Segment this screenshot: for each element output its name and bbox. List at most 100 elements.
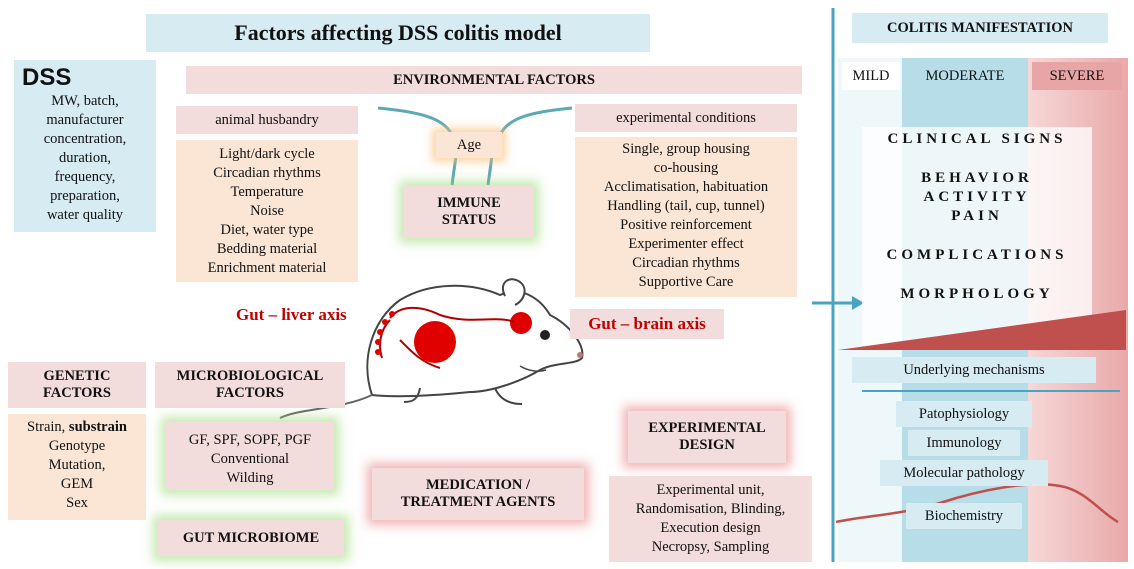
experimental-design-item: Necropsy, Sampling	[651, 539, 770, 555]
microbiological-item: Conventional	[210, 451, 290, 467]
mechanism-patophysiology: Patophysiology	[896, 401, 1032, 427]
experimental-design-heading-1: EXPERIMENTAL	[648, 420, 766, 436]
genetic-sex: Sex	[66, 495, 88, 511]
condition-item: Handling (tail, cup, tunnel)	[607, 198, 765, 214]
condition-item: co-housing	[653, 160, 719, 176]
mechanisms-heading: Underlying mechanisms	[903, 361, 1045, 378]
condition-item: Positive reinforcement	[620, 217, 752, 233]
husbandry-item: Noise	[250, 203, 284, 219]
signs-morphology: MORPHOLOGY	[900, 286, 1054, 302]
gut-microbiome-box: GUT MICROBIOME	[158, 520, 344, 556]
experimental-design-box: EXPERIMENTAL DESIGN	[628, 411, 786, 463]
genetic-list: Strain, substrain Genotype Mutation, GEM…	[8, 414, 146, 520]
genetic-mutation: Mutation,	[48, 457, 106, 473]
condition-item: Acclimatisation, habituation	[603, 179, 769, 195]
husbandry-heading-box: animal husbandry	[176, 106, 358, 134]
immune-status-box: IMMUNE STATUS	[404, 186, 534, 238]
title-box: Factors affecting DSS colitis model	[146, 14, 650, 52]
gut-liver-axis-label: Gut – liver axis	[236, 305, 347, 324]
experimental-design-item: Execution design	[660, 520, 761, 536]
genetic-gem: GEM	[60, 476, 94, 492]
gut-microbiome-label: GUT MICROBIOME	[182, 529, 320, 546]
age-box: Age	[436, 132, 502, 158]
condition-item: Circadian rhythms	[632, 255, 740, 271]
manifestation-heading: COLITIS MANIFESTATION	[887, 19, 1073, 36]
signs-behavior: BEHAVIOR	[921, 170, 1033, 186]
microbiological-heading-2: FACTORS	[216, 385, 284, 401]
dss-item: manufacturer	[46, 112, 124, 128]
brain-shape	[510, 312, 532, 334]
husbandry-item: Enrichment material	[207, 260, 327, 276]
mechanism-immunology-label: Immunology	[926, 434, 1002, 451]
microbiological-item: GF, SPF, SOPF, PGF	[188, 432, 312, 448]
immune-line-2: STATUS	[441, 212, 497, 228]
experimental-design-heading-2: DESIGN	[679, 437, 735, 453]
level-moderate: MODERATE	[904, 62, 1026, 90]
age-stem-left	[450, 155, 458, 186]
liver-shape	[414, 321, 456, 363]
mechanism-biochemistry-label: Biochemistry	[924, 507, 1004, 524]
dss-heading: DSS	[22, 64, 72, 91]
dss-item: MW, batch,	[51, 93, 119, 109]
mechanism-patophysiology-label: Patophysiology	[918, 405, 1010, 422]
dss-item: concentration,	[43, 131, 127, 147]
genetic-heading-2: FACTORS	[43, 385, 111, 401]
mechanism-biochemistry: Biochemistry	[906, 503, 1022, 529]
environmental-heading-box: ENVIRONMENTAL FACTORS	[186, 66, 802, 94]
dss-box: DSS MW, batch, manufacturer concentration,…	[14, 60, 156, 232]
medication-box: MEDICATION / TREATMENT AGENTS	[372, 468, 584, 520]
conditions-heading: experimental conditions	[616, 109, 756, 126]
manifestation-heading-box: COLITIS MANIFESTATION	[852, 13, 1108, 43]
genetic-substrain: substrain	[68, 419, 127, 435]
experimental-design-item: Randomisation, Blinding,	[635, 501, 786, 517]
dss-item: duration,	[59, 150, 111, 166]
level-severe-label: SEVERE	[1049, 67, 1105, 84]
signs-complications: COMPLICATIONS	[886, 247, 1068, 263]
environmental-heading: ENVIRONMENTAL FACTORS	[393, 71, 595, 88]
gut-brain-axis-label: Gut – brain axis	[588, 314, 706, 333]
dss-item: preparation,	[50, 188, 120, 204]
microbiological-heading-box: MICROBIOLOGICAL FACTORS	[155, 362, 345, 408]
dss-item: water quality	[46, 207, 124, 223]
age-branch-right	[498, 106, 573, 136]
experimental-design-item: Experimental unit,	[656, 482, 765, 498]
experimental-design-list: Experimental unit, Randomisation, Blindin…	[609, 476, 812, 562]
dss-item: frequency,	[54, 169, 116, 185]
mechanism-immunology: Immunology	[908, 430, 1020, 456]
microbiological-heading-1: MICROBIOLOGICAL	[176, 368, 324, 384]
genetic-strain: Strain,	[27, 419, 69, 435]
genetic-genotype: Genotype	[48, 438, 106, 454]
mechanism-curve	[835, 483, 1119, 524]
husbandry-heading: animal husbandry	[215, 111, 319, 128]
level-moderate-label: MODERATE	[925, 67, 1005, 84]
immune-line-1: IMMUNE	[437, 195, 501, 211]
husbandry-item: Temperature	[230, 184, 304, 200]
severity-wedge	[838, 310, 1126, 350]
age-stem-right	[486, 155, 494, 186]
level-mild: MILD	[842, 62, 900, 90]
arrow-head	[852, 296, 864, 310]
condition-item: Supportive Care	[638, 274, 734, 290]
husbandry-item: Diet, water type	[220, 222, 314, 238]
condition-item: Single, group housing	[622, 141, 750, 157]
conditions-heading-box: experimental conditions	[575, 104, 797, 132]
husbandry-item: Circadian rhythms	[213, 165, 321, 181]
age-branch-left	[377, 106, 454, 136]
condition-item: Experimenter effect	[628, 236, 744, 252]
level-severe: SEVERE	[1032, 62, 1122, 90]
genetic-heading-box: GENETIC FACTORS	[8, 362, 146, 408]
signs-activity: ACTIVITY	[923, 189, 1031, 205]
gut-brain-axis-box: Gut – brain axis	[570, 309, 724, 339]
medication-line-2: TREATMENT AGENTS	[400, 494, 556, 510]
level-mild-label: MILD	[852, 67, 890, 84]
mechanism-molecular: Molecular pathology	[880, 460, 1048, 486]
signs-clinical: CLINICAL SIGNS	[887, 131, 1067, 147]
husbandry-item: Light/dark cycle	[219, 146, 315, 162]
mechanisms-heading-box: Underlying mechanisms	[852, 357, 1096, 383]
genetic-heading-1: GENETIC	[43, 368, 111, 384]
signs-pain: PAIN	[951, 208, 1003, 224]
